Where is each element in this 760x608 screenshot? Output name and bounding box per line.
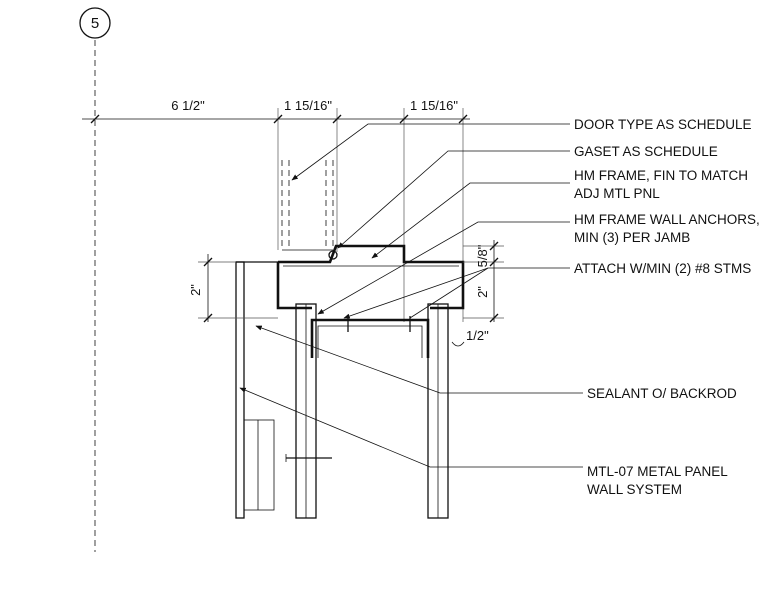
left-wall-panel <box>235 261 275 519</box>
wall-anchor <box>310 316 430 358</box>
callout-hm-frame-line2: ADJ MTL PNL <box>574 186 660 201</box>
dim-frame-depth-right: 2" <box>475 286 490 298</box>
right-depth-dimensions: 5/8" 2" <box>463 240 504 323</box>
callout-attach: ATTACH W/MIN (2) #8 STMS <box>574 261 751 276</box>
callout-gasket: GASET AS SCHEDULE <box>574 144 718 159</box>
dim-frame-left: 1 15/16" <box>284 98 332 113</box>
wall-sheathing <box>295 303 449 519</box>
grid-bubble <box>79 7 111 39</box>
callout-metal-panel-line1: MTL-07 METAL PANEL <box>587 464 728 479</box>
dim-gap: 1/2" <box>466 328 489 343</box>
door-leaf <box>281 160 334 251</box>
callout-anchors-line1: HM FRAME WALL ANCHORS, <box>574 212 760 227</box>
grid-label: 5 <box>91 15 99 32</box>
callouts: DOOR TYPE AS SCHEDULE GASET AS SCHEDULE … <box>574 117 760 497</box>
top-dimension-string: 6 1/2" 1 15/16" 1 15/16" <box>82 98 470 322</box>
grid-line-5: 5 <box>79 7 111 552</box>
fastener <box>285 454 332 462</box>
dim-overall: 6 1/2" <box>171 98 205 113</box>
callout-anchors-line2: MIN (3) PER JAMB <box>574 230 690 245</box>
dim-frame-depth-left: 2" <box>188 284 203 296</box>
gap-dimension: 1/2" <box>451 328 489 347</box>
dim-frame-right: 1 15/16" <box>410 98 458 113</box>
callout-sealant: SEALANT O/ BACKROD <box>587 386 737 401</box>
left-depth-dimension: 2" <box>188 254 278 323</box>
callout-hm-frame-line1: HM FRAME, FIN TO MATCH <box>574 168 748 183</box>
gasket <box>328 250 338 260</box>
dim-stop: 5/8" <box>475 244 490 267</box>
hm-frame <box>236 244 465 310</box>
callout-door-type: DOOR TYPE AS SCHEDULE <box>574 117 752 132</box>
callout-metal-panel-line2: WALL SYSTEM <box>587 482 682 497</box>
leaders <box>239 123 583 468</box>
